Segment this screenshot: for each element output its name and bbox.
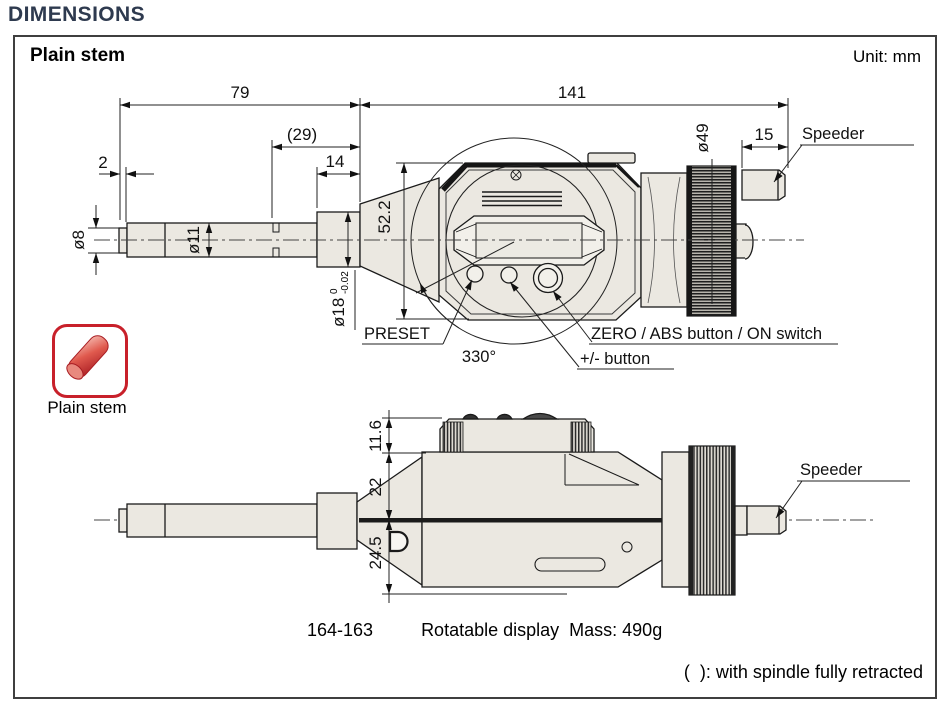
dim-dia18-tol-lower: -0.02	[340, 271, 351, 294]
plain-stem-icon-art	[66, 335, 109, 380]
button-bump-2	[496, 413, 513, 420]
sleeve-top	[661, 451, 690, 588]
plusminus-label: +/- button	[580, 350, 650, 368]
dimensions-panel: Plain stem Unit: mm	[13, 35, 937, 699]
preset-button	[466, 265, 484, 283]
zeroabs-label: ZERO / ABS button / ON switch	[591, 325, 822, 343]
speeder-handle-top	[746, 505, 787, 535]
dim-14: 14	[326, 152, 345, 171]
spindle-tip-top	[118, 508, 128, 533]
rotatable-display-top	[439, 418, 595, 453]
rotation-label: 330°	[462, 348, 496, 366]
ratchet	[735, 223, 747, 259]
dim-dia49: ø49	[693, 123, 712, 152]
front-view-dimensions	[88, 98, 914, 370]
dim-dia18-group: ø18 0 -0.02	[329, 271, 351, 327]
button-bump-3	[520, 412, 560, 420]
speaker-slots	[482, 191, 562, 207]
thimble-top	[688, 445, 736, 596]
unit-label: Unit: mm	[853, 47, 921, 66]
dim-52-2: 52.2	[375, 200, 394, 233]
stem-boss-top	[316, 492, 358, 550]
spindle-top	[126, 503, 318, 538]
model-caption: 164-163 Rotatable display Mass: 490g	[307, 620, 662, 641]
button-bump-1	[462, 413, 479, 420]
panel-title: Plain stem	[30, 45, 126, 66]
speeder-label-front: Speeder	[802, 125, 865, 143]
rotation-circle	[410, 137, 618, 345]
dim-dia18-tol-upper: 0	[329, 288, 340, 294]
plain-stem-icon	[52, 324, 128, 398]
display-type: Rotatable display	[421, 620, 560, 640]
dim-15: 15	[755, 125, 774, 144]
dim-dia8: ø8	[69, 230, 88, 250]
front-view	[118, 152, 786, 321]
parting-line	[359, 518, 689, 523]
top-view-labels: 11.6 22 24.5 Speeder	[366, 420, 863, 569]
dim-22: 22	[366, 478, 385, 497]
front-view-labels: 79 141 (29) 14 2 15 ø8 ø11 ø18 0 -0.02	[69, 83, 865, 368]
speeder-label-top: Speeder	[800, 461, 863, 479]
dim-11-6: 11.6	[366, 420, 385, 452]
dim-dia11: ø11	[184, 226, 203, 254]
dim-24-5: 24.5	[366, 536, 385, 569]
bottom-slot	[534, 557, 606, 572]
ratchet-top	[734, 505, 748, 536]
dim-29: (29)	[287, 125, 317, 144]
clamp-hole	[388, 530, 409, 553]
preset-label: PRESET	[364, 325, 430, 343]
top-view-dimensions	[382, 410, 910, 603]
plusminus-button	[500, 266, 518, 284]
dim-141: 141	[558, 83, 586, 102]
clamp-tab	[587, 152, 636, 164]
dim-dia18: ø18	[329, 298, 348, 327]
top-view	[118, 412, 787, 596]
dim-79: 79	[231, 83, 250, 102]
page-title: DIMENSIONS	[8, 3, 146, 26]
footnote: ( ): with spindle fully retracted	[683, 662, 923, 682]
dim-2: 2	[98, 153, 107, 172]
technical-drawing: 79 141 (29) 14 2 15 ø8 ø11 ø18 0 -0.02	[69, 83, 914, 603]
bezel-knurl-right	[570, 421, 592, 453]
bezel-knurl-left	[442, 421, 464, 453]
faceplate-top-band	[441, 162, 616, 192]
plain-stem-icon-label: Plain stem	[47, 398, 127, 417]
mass-value: Mass: 490g	[569, 620, 663, 640]
model-number: 164-163	[307, 620, 374, 640]
